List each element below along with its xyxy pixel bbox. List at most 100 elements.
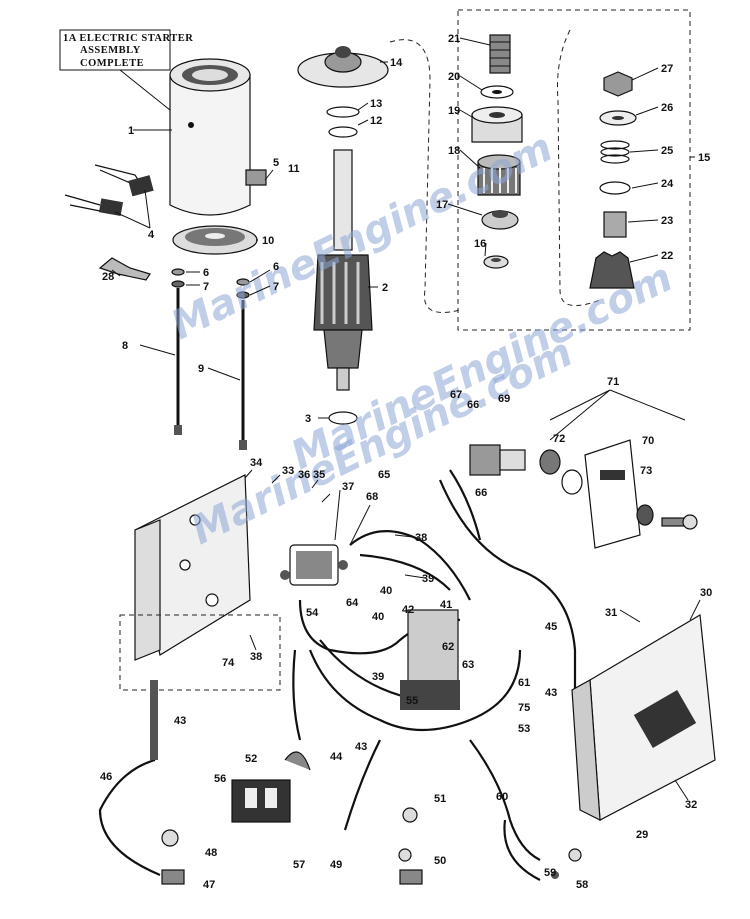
callout-17: 17 — [436, 199, 448, 211]
callout-10: 10 — [262, 235, 274, 247]
callout-48: 48 — [205, 847, 217, 859]
drive-parts-left — [471, 34, 523, 269]
starter-housing — [169, 58, 267, 216]
callout-27: 27 — [661, 63, 673, 75]
callout-53: 53 — [518, 723, 530, 735]
callout-24: 24 — [661, 178, 674, 190]
drive-parts-right — [589, 71, 637, 289]
callout-71: 71 — [607, 376, 619, 388]
callout-62: 62 — [442, 641, 454, 653]
callout-69: 69 — [498, 393, 510, 405]
callout-72: 72 — [553, 433, 565, 445]
callout-36: 36 — [298, 469, 310, 481]
callout-51: 51 — [434, 793, 446, 805]
callout-38a: 38 — [415, 532, 427, 544]
callout-9: 9 — [198, 363, 204, 375]
ignition-switch — [469, 439, 698, 549]
callout-8: 8 — [122, 340, 128, 352]
brush-set — [64, 164, 154, 216]
callout-22: 22 — [661, 250, 673, 262]
washers-left — [171, 268, 250, 299]
callout-64: 64 — [346, 597, 359, 609]
callout-63: 63 — [462, 659, 474, 671]
callout-12: 12 — [370, 115, 382, 127]
callout-60: 60 — [496, 791, 508, 803]
callout-30: 30 — [700, 587, 712, 599]
terminal-block — [407, 609, 459, 691]
callout-3: 3 — [305, 413, 311, 425]
callout-38b: 38 — [250, 651, 262, 663]
callout-49: 49 — [330, 859, 342, 871]
callout-26: 26 — [661, 102, 673, 114]
callout-50: 50 — [434, 855, 446, 867]
callout-43b: 43 — [355, 741, 367, 753]
callout-73: 73 — [640, 465, 652, 477]
starter-relay — [231, 751, 311, 823]
callout-59: 59 — [544, 867, 556, 879]
callout-29: 29 — [636, 829, 648, 841]
callout-33: 33 — [282, 465, 294, 477]
callout-34: 34 — [250, 457, 263, 469]
callout-47: 47 — [203, 879, 215, 891]
callout-43c: 43 — [545, 687, 557, 699]
callout-75: 75 — [518, 702, 530, 714]
callout-57: 57 — [293, 859, 305, 871]
drive-end-cap — [297, 46, 389, 138]
callout-7a: 7 — [203, 281, 209, 293]
callout-67: 67 — [450, 389, 462, 401]
callout-35: 35 — [313, 469, 325, 481]
cable-terminals — [150, 680, 582, 885]
callout-66a: 66 — [467, 399, 479, 411]
callout-40a: 40 — [380, 585, 392, 597]
callout-13: 13 — [370, 98, 382, 110]
callout-14: 14 — [390, 57, 403, 69]
end-plate — [172, 225, 258, 255]
callout-11: 11 — [288, 163, 300, 175]
armature — [313, 149, 373, 425]
callout-45: 45 — [545, 621, 557, 633]
junction-box-cover — [571, 614, 716, 822]
leader-lines — [111, 37, 701, 801]
callout-39b: 39 — [372, 671, 384, 683]
through-bolts — [174, 288, 247, 450]
callout-16: 16 — [474, 238, 486, 250]
callout-55: 55 — [406, 695, 418, 707]
callout-6a: 6 — [203, 267, 209, 279]
callout-21: 21 — [448, 33, 460, 45]
callout-2: 2 — [382, 282, 388, 294]
callout-28: 28 — [102, 271, 114, 283]
callout-5: 5 — [273, 157, 279, 169]
callout-41: 41 — [440, 599, 452, 611]
callout-68: 68 — [366, 491, 378, 503]
callout-39a: 39 — [422, 573, 434, 585]
title-line-1: 1A ELECTRIC STARTER — [63, 33, 193, 44]
callout-46: 46 — [100, 771, 112, 783]
callout-58: 58 — [576, 879, 588, 891]
callout-54: 54 — [306, 607, 319, 619]
callout-15: 15 — [698, 152, 710, 164]
callout-7b: 7 — [273, 281, 279, 293]
callout-19: 19 — [448, 105, 460, 117]
callout-32: 32 — [685, 799, 697, 811]
callout-31: 31 — [605, 607, 617, 619]
title-box: 1A ELECTRIC STARTER ASSEMBLY COMPLETE — [59, 29, 193, 119]
drive-kit-box — [457, 9, 691, 331]
title-line-2: ASSEMBLY — [80, 45, 141, 56]
solenoid — [280, 544, 348, 586]
callout-61: 61 — [518, 677, 530, 689]
callout-37: 37 — [342, 481, 354, 493]
callout-70: 70 — [642, 435, 654, 447]
bracket-ground-dashed — [119, 614, 281, 691]
callout-74: 74 — [222, 657, 235, 669]
callout-23: 23 — [661, 215, 673, 227]
callout-52: 52 — [245, 753, 257, 765]
callout-18: 18 — [448, 145, 460, 157]
callout-44: 44 — [330, 751, 343, 763]
callout-56: 56 — [214, 773, 226, 785]
callout-43a: 43 — [174, 715, 186, 727]
callout-labels: 1 2 3 4 5 6 6 7 7 8 9 10 11 12 13 14 15 … — [100, 33, 712, 891]
callout-40b: 40 — [372, 611, 384, 623]
callout-6b: 6 — [273, 261, 279, 273]
callout-65: 65 — [378, 469, 390, 481]
